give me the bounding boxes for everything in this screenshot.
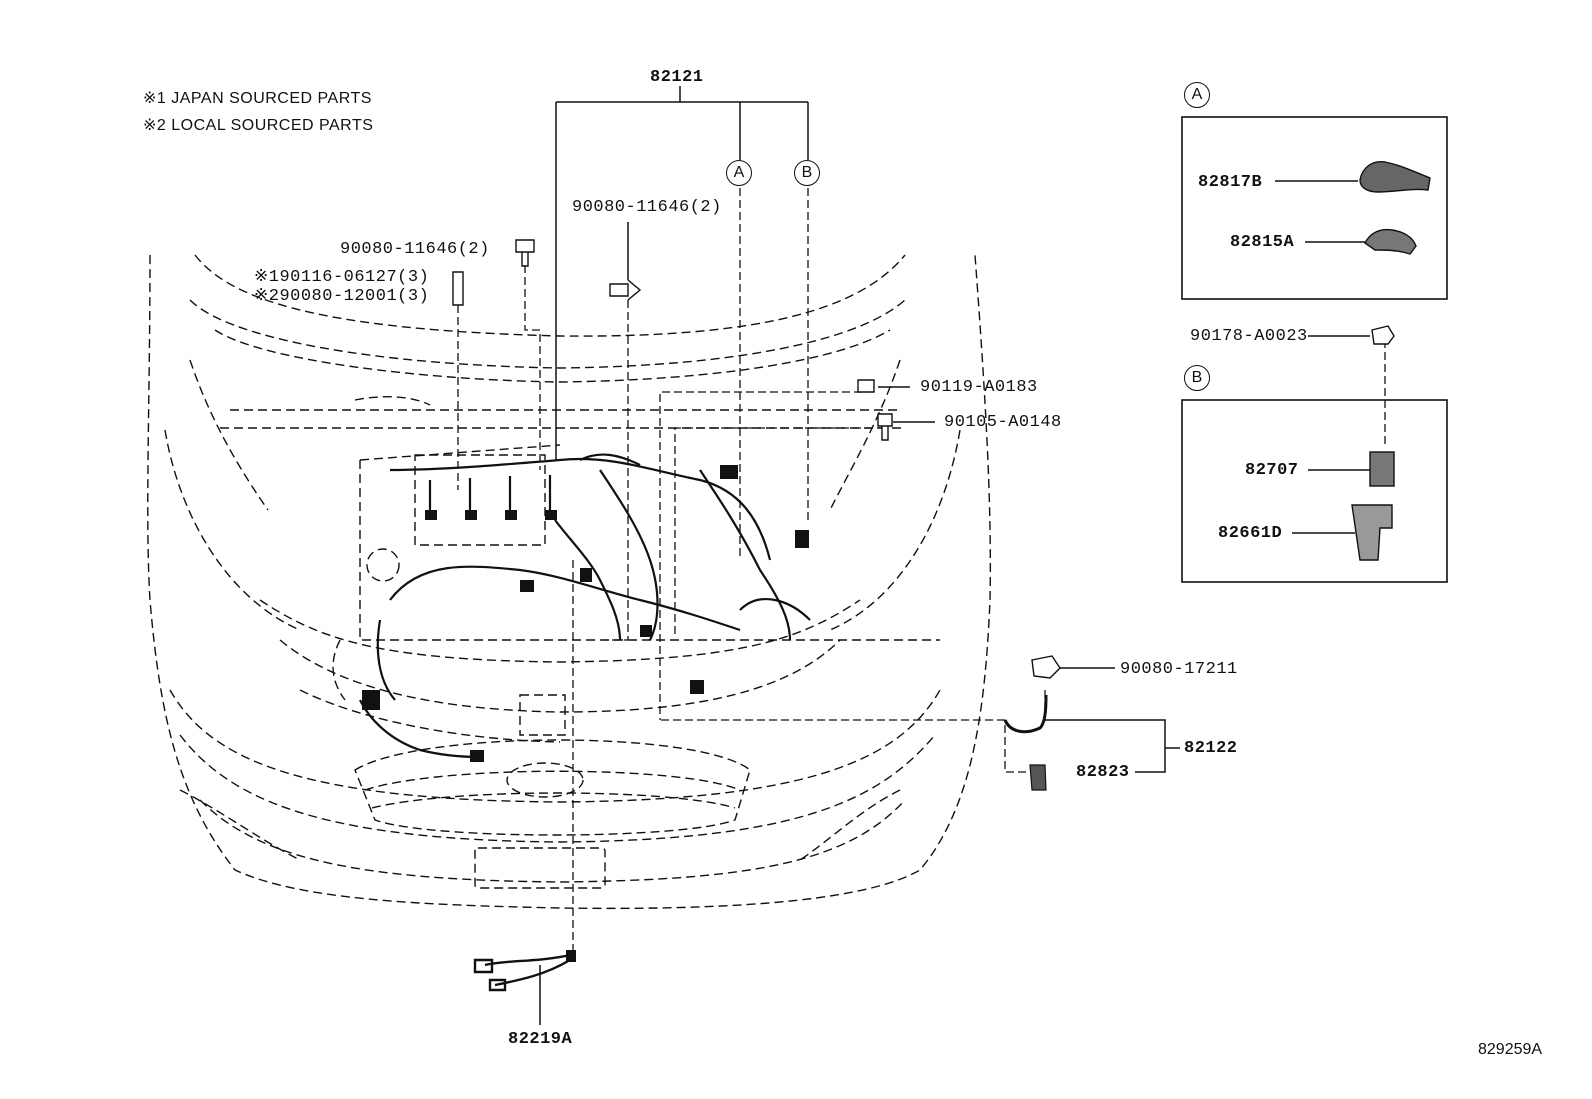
detail-box-b xyxy=(1181,399,1448,583)
bracket-82122 xyxy=(1045,719,1180,773)
detail-box-a xyxy=(1181,116,1448,300)
part-label-stud-japan[interactable]: ※190116-06127(3) xyxy=(254,268,430,287)
part-label-82121[interactable]: 82121 xyxy=(650,68,704,87)
bumper-outline xyxy=(169,689,941,803)
emblem xyxy=(506,762,584,798)
bolt-90119 xyxy=(857,379,875,393)
nut-90080-17211 xyxy=(1031,655,1061,679)
body-outline xyxy=(147,254,992,910)
part-label-90178[interactable]: 90178-A0023 xyxy=(1190,327,1308,346)
part-label-82817b[interactable]: 82817B xyxy=(1198,173,1263,192)
cover-82815a-shape xyxy=(1364,228,1417,255)
part-label-82219a[interactable]: 82219A xyxy=(508,1030,573,1049)
part-label-82661d[interactable]: 82661D xyxy=(1218,524,1283,543)
part-label-82707[interactable]: 82707 xyxy=(1245,461,1299,480)
bolt-90105 xyxy=(877,413,893,441)
cover-82817b-shape xyxy=(1359,161,1431,193)
part-label-90080-17211[interactable]: 90080-17211 xyxy=(1120,660,1238,679)
stud-190116 xyxy=(452,271,464,306)
license-plate xyxy=(474,847,606,889)
bracket-82121 xyxy=(555,86,809,460)
part-label-82823[interactable]: 82823 xyxy=(1076,763,1130,782)
part-label-82122[interactable]: 82122 xyxy=(1184,739,1238,758)
detail-box-b-label: B xyxy=(1184,365,1210,391)
diagram-reference-number: 829259A xyxy=(1478,1041,1543,1058)
bolt-90080-center xyxy=(609,279,642,301)
block-82661d-shape xyxy=(1351,504,1393,561)
block-82707-shape xyxy=(1369,451,1395,487)
note-japan-sourced: ※1 JAPAN SOURCED PARTS xyxy=(143,90,372,107)
plug-82823-shape xyxy=(1029,764,1047,791)
part-label-82815a[interactable]: 82815A xyxy=(1230,233,1295,252)
callout-a: A xyxy=(726,160,752,186)
part-label-90105[interactable]: 90105-A0148 xyxy=(944,413,1062,432)
part-label-bolt-top-left[interactable]: 90080-11646(2) xyxy=(340,240,490,259)
wire-82122-shape xyxy=(1003,694,1048,734)
harness-main-trunk xyxy=(389,457,772,561)
note-local-sourced: ※2 LOCAL SOURCED PARTS xyxy=(143,117,374,134)
wire-82219a-shape xyxy=(473,953,571,992)
hood-edge xyxy=(194,254,906,337)
nut-90178-shape xyxy=(1371,325,1395,345)
grille-outline xyxy=(354,739,751,836)
part-label-stud-local[interactable]: ※290080-12001(3) xyxy=(254,287,430,306)
callout-b: B xyxy=(794,160,820,186)
part-label-bolt-center[interactable]: 90080-11646(2) xyxy=(572,198,722,217)
detail-box-a-label: A xyxy=(1184,82,1210,108)
bolt-90080-top xyxy=(515,239,535,267)
part-label-90119[interactable]: 90119-A0183 xyxy=(920,378,1038,397)
